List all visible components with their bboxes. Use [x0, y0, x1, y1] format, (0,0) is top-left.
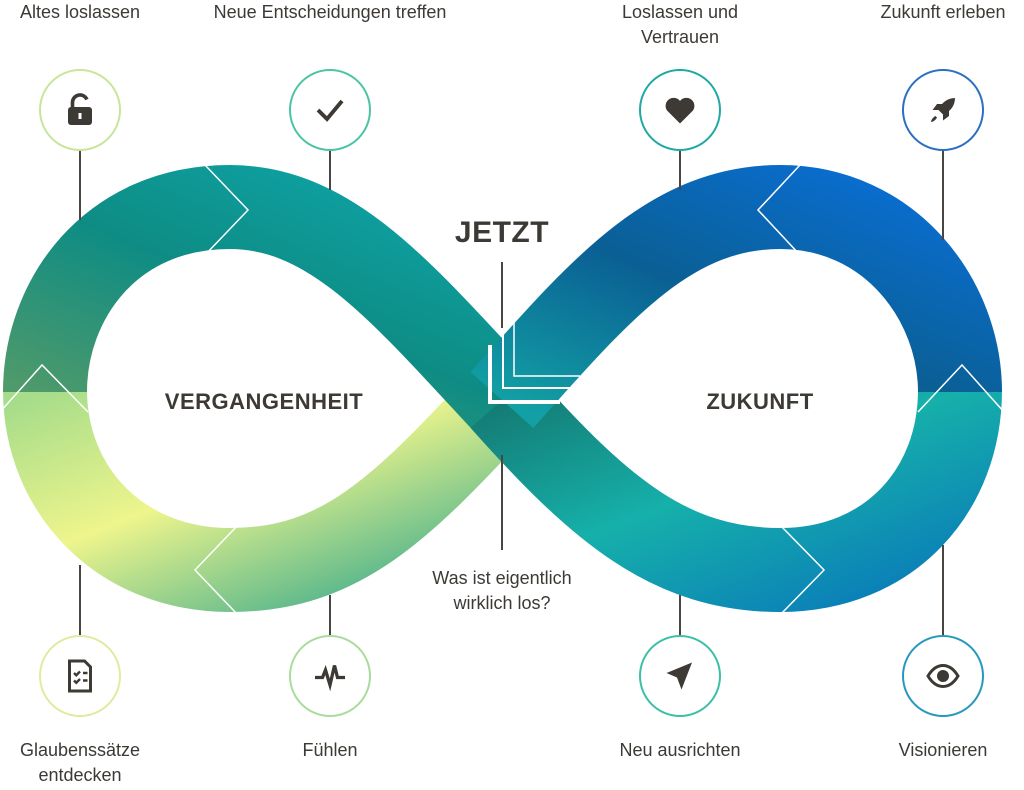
- center-question: Was ist eigentlich wirklich los?: [432, 568, 572, 613]
- band-right-lower: [470, 372, 1002, 613]
- chevron-dividers: [0, 164, 1005, 616]
- right-loop-title: ZUKUNFT: [706, 389, 814, 414]
- left-loop-title: VERGANGENHEIT: [164, 389, 364, 414]
- center-corner-marks: [488, 315, 580, 404]
- band-left-lower: [3, 371, 533, 613]
- heart-icon: [639, 69, 721, 151]
- step-label-neu-ausrichten: Neu ausrichten: [619, 740, 741, 760]
- step-label-loslassen-vertrauen: Loslassen und Vertrauen: [621, 2, 739, 47]
- step-label-zukunft-erleben: Zukunft erleben: [880, 2, 1006, 22]
- band-left-upper: [3, 164, 533, 429]
- navigation-arrow-icon: [639, 635, 721, 717]
- pulse-icon: [289, 635, 371, 717]
- eye-icon: [902, 635, 984, 717]
- step-label-glaubenssaetze: Glaubenssätze entdecken: [19, 740, 141, 785]
- check-icon: [289, 69, 371, 151]
- step-label-visionieren: Visionieren: [898, 740, 988, 760]
- step-label-altes-loslassen: Altes loslassen: [19, 2, 141, 22]
- step-label-neue-entscheidungen: Neue Entscheidungen treffen: [213, 2, 447, 22]
- connector-lines: [79, 150, 944, 636]
- rocket-icon: [902, 69, 984, 151]
- checklist-document-icon: [39, 635, 121, 717]
- step-label-fuehlen: Fühlen: [302, 740, 358, 760]
- center-title: JETZT: [454, 216, 550, 249]
- unlock-icon: [39, 69, 121, 151]
- band-right-upper: [470, 164, 1002, 428]
